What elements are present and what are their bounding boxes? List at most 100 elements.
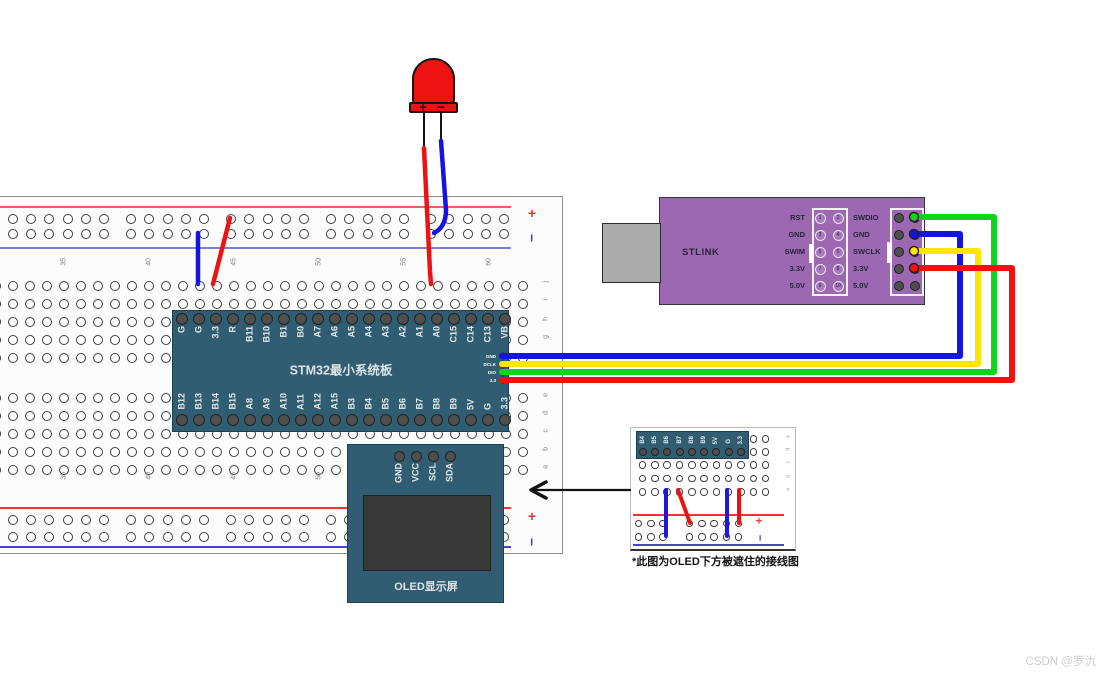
stm32-pin-B10 — [261, 313, 273, 325]
stm32-pin-label-B6: B6 — [397, 398, 408, 410]
stm32-pin-label-3.3: 3.3 — [499, 397, 510, 410]
inset-pin-B9 — [700, 448, 709, 456]
inset-rail-hole — [734, 519, 743, 528]
tie-point-hole — [58, 410, 70, 422]
rail-hole — [199, 532, 210, 542]
tie-point-hole — [279, 464, 291, 476]
tie-point-hole — [92, 334, 104, 346]
stm32-pin-label-5V: 5V — [465, 398, 476, 410]
tie-point-hole — [7, 392, 19, 404]
tie-point-hole — [364, 280, 376, 292]
column-number: 35 — [60, 472, 68, 480]
led-anode-symbol: + — [419, 99, 427, 115]
rail-hole — [299, 532, 310, 542]
tie-point-hole — [313, 280, 325, 292]
stm32-pin-label-3.3: 3.3 — [210, 326, 221, 339]
stm32-pin-G — [482, 414, 494, 426]
inset-hole — [700, 461, 708, 469]
stlink-header-pin — [894, 281, 904, 291]
rail-hole — [44, 515, 55, 525]
tie-point-hole — [330, 298, 342, 310]
rail-hole — [299, 229, 310, 239]
inset-pin-label-B6: B6 — [664, 436, 671, 444]
tie-point-hole — [143, 428, 155, 440]
rail-hole — [344, 229, 355, 239]
tie-point-hole — [92, 392, 104, 404]
stm32-pin-label-R: R — [227, 326, 238, 333]
stm32-pin-C14 — [465, 313, 477, 325]
tie-point-hole — [296, 464, 308, 476]
inset-row-letter: e — [785, 435, 792, 438]
stm32-pin-label-G: G — [193, 326, 204, 334]
stlink-header-pin — [894, 247, 904, 257]
stm32-pin-C13 — [482, 313, 494, 325]
stm32-pin-label-A4: A4 — [363, 326, 374, 338]
negative-rail-symbol: − — [524, 537, 540, 547]
rail-hole — [99, 515, 110, 525]
inset-hole — [651, 488, 659, 496]
inset-rail-hole — [722, 533, 731, 541]
tie-point-hole — [109, 316, 121, 328]
rail-line — [633, 514, 784, 516]
tie-point-hole — [160, 298, 172, 310]
rail-hole — [7, 214, 18, 224]
stm32-pin-A1 — [414, 313, 426, 325]
tie-point-hole — [245, 446, 257, 458]
tie-point-hole — [92, 428, 104, 440]
stm32-connector-label-GND: GND — [486, 353, 496, 359]
stlink-pin-5: 5 — [814, 246, 826, 258]
tie-point-hole — [517, 464, 529, 476]
tie-point-hole — [364, 298, 376, 310]
rail-hole — [499, 229, 510, 239]
tie-point-hole — [296, 280, 308, 292]
tie-point-hole — [41, 352, 53, 364]
stm32-pin-label-A12: A12 — [312, 393, 323, 410]
tie-point-hole — [143, 392, 155, 404]
inset-hole — [638, 488, 647, 496]
inset-pin-label-B4: B4 — [639, 436, 646, 444]
rail-hole — [7, 532, 18, 542]
tie-point-hole — [7, 352, 19, 364]
tie-point-hole — [92, 316, 104, 328]
inset-pin-B5 — [650, 448, 659, 456]
column-number: 40 — [145, 472, 153, 480]
tie-point-hole — [398, 298, 410, 310]
tie-point-hole — [160, 392, 172, 404]
tie-point-hole — [58, 316, 70, 328]
tie-point-hole — [211, 446, 223, 458]
led-flange — [409, 102, 458, 113]
tie-point-hole — [517, 334, 529, 346]
rail-hole — [126, 515, 136, 525]
rail-line — [0, 206, 511, 208]
stlink-pin-10: 10 — [832, 280, 844, 292]
tie-point-hole — [347, 280, 359, 292]
inset-rail-hole — [634, 533, 643, 541]
stlink-label-3.3V: 3.3V — [789, 264, 805, 273]
tie-point-hole — [160, 280, 172, 292]
stm32-pin-A15 — [329, 414, 341, 426]
tie-point-hole — [432, 280, 444, 292]
stm32-pin-label-A8: A8 — [244, 398, 255, 410]
rail-hole — [226, 515, 236, 525]
inset-hole — [737, 474, 745, 483]
stm32-connector-label-DIO: DIO — [487, 369, 496, 375]
rail-hole — [126, 532, 136, 542]
negative-rail-symbol: − — [524, 233, 540, 243]
tie-point-hole — [58, 464, 70, 476]
rail-hole — [162, 229, 173, 239]
rail-hole — [144, 532, 155, 542]
rail-hole — [244, 229, 255, 239]
tie-point-hole — [0, 410, 2, 422]
inset-hole — [688, 474, 696, 483]
stm32-pin-A2 — [397, 313, 409, 325]
stm32-pin-label-A9: A9 — [261, 398, 272, 410]
row-letter: b — [542, 447, 550, 451]
rail-hole — [199, 515, 210, 525]
inset-negative-symbol: − — [753, 534, 766, 542]
rail-hole — [226, 229, 236, 239]
inset-row-letter: b — [785, 474, 792, 478]
inset-pin-B8 — [687, 448, 696, 456]
stm32-pin-label-B15: B15 — [227, 393, 238, 410]
stm32-pin-5V — [465, 414, 477, 426]
